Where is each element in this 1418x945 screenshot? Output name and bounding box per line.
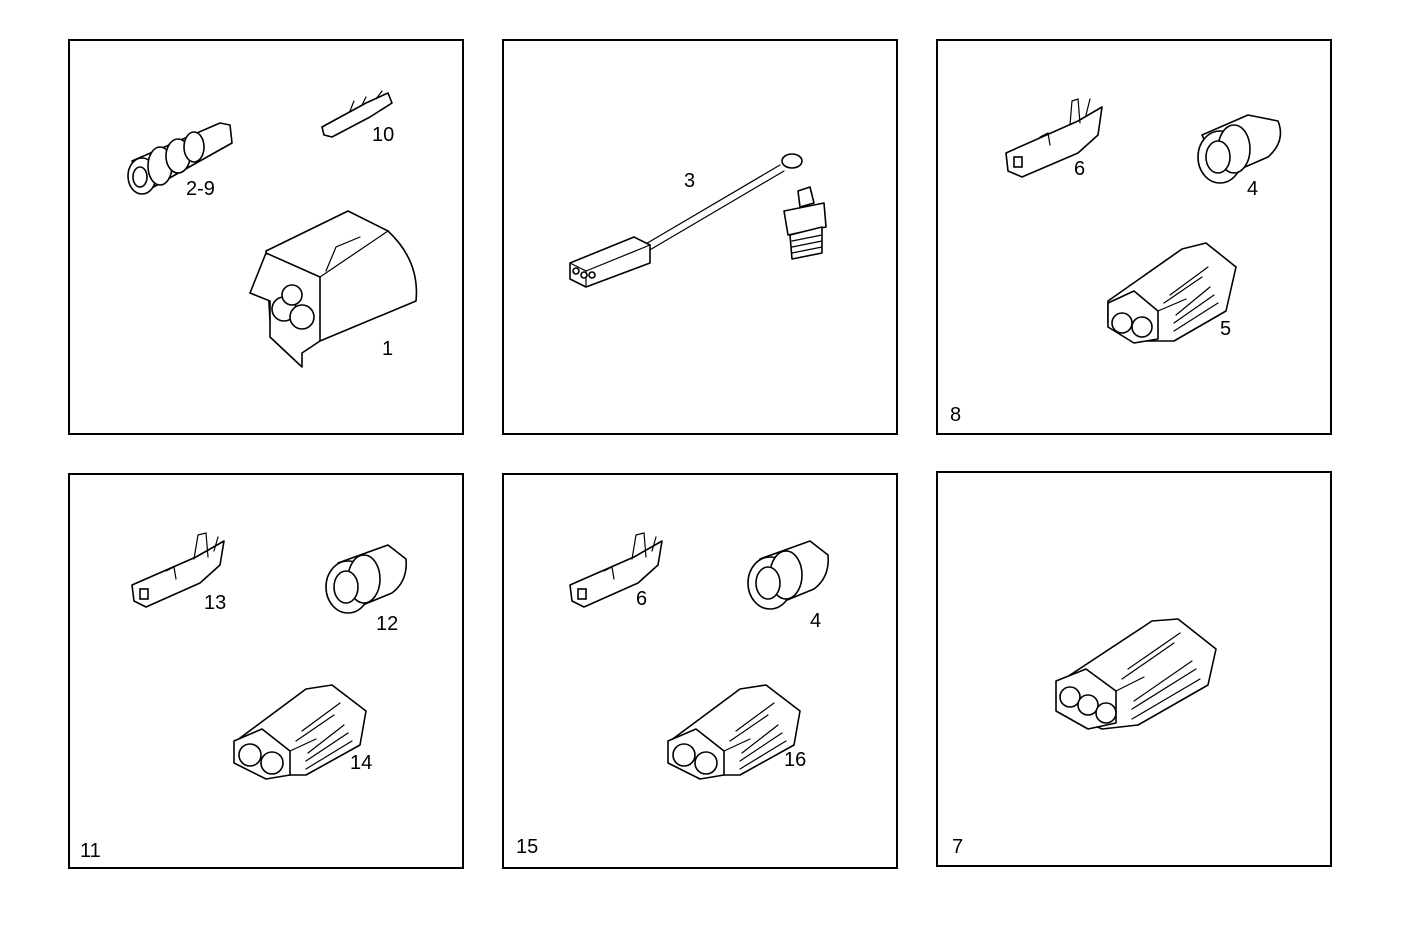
seal-part-4[interactable] xyxy=(1197,114,1282,184)
callout-label: 4 xyxy=(810,610,822,632)
terminal-part-13[interactable] xyxy=(131,532,225,608)
connector-part-5[interactable] xyxy=(1107,242,1237,344)
callout-label: 14 xyxy=(350,752,373,774)
callout-label: 6 xyxy=(1074,158,1086,180)
terminal-part-10[interactable] xyxy=(321,90,393,138)
callout-label: 5 xyxy=(1220,318,1232,340)
callout-label: 12 xyxy=(376,613,399,635)
panel-kit-11: 13 12 14 11 xyxy=(68,473,464,869)
panel-sensor-3: 3 xyxy=(502,39,898,435)
corner-label: 8 xyxy=(950,404,962,426)
temperature-sensor-part-3[interactable] xyxy=(569,153,827,288)
panel-3-drawing xyxy=(1005,98,1282,344)
callout-label: 13 xyxy=(204,592,227,614)
panel-connector-housing-1: 2-9 10 1 xyxy=(68,39,464,435)
panel-1-drawing xyxy=(127,90,418,368)
panel-2-drawing xyxy=(569,153,827,288)
callout-label: 1 xyxy=(382,338,394,360)
seal-part-12[interactable] xyxy=(325,544,408,614)
corner-label: 11 xyxy=(80,840,101,862)
panel-connector-7: 7 xyxy=(936,471,1332,867)
seal-part-4[interactable] xyxy=(747,540,830,610)
callout-label: 3 xyxy=(684,170,696,192)
callout-label: 16 xyxy=(784,749,807,771)
callout-label: 6 xyxy=(636,588,648,610)
connector-housing-part-1[interactable] xyxy=(249,210,418,368)
terminal-part-6[interactable] xyxy=(1005,98,1103,178)
panel-6-drawing xyxy=(1055,618,1217,730)
panel-5-drawing xyxy=(569,532,830,780)
connector-part-7[interactable] xyxy=(1055,618,1217,730)
terminal-part-6[interactable] xyxy=(569,532,663,608)
connector-part-14[interactable] xyxy=(233,684,367,780)
callout-label: 10 xyxy=(372,124,395,146)
panel-4-drawing xyxy=(131,532,408,780)
panel-kit-15: 6 4 16 15 xyxy=(502,473,898,869)
callout-label: 2-9 xyxy=(186,178,215,200)
corner-label: 15 xyxy=(516,836,539,858)
connector-part-16[interactable] xyxy=(667,684,801,780)
panel-kit-8: 6 4 5 8 xyxy=(936,39,1332,435)
callout-label: 4 xyxy=(1247,178,1259,200)
corner-label: 7 xyxy=(952,836,964,858)
seal-part-2-9[interactable] xyxy=(127,122,233,195)
